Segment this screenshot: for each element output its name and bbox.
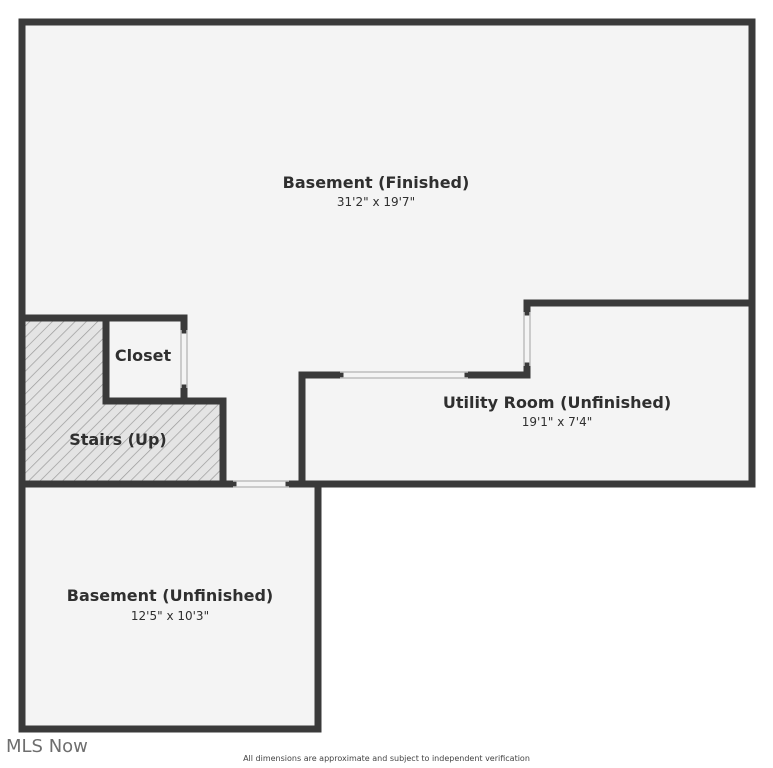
- opening-closet: [180, 330, 188, 388]
- wall-utility-top: [523, 299, 756, 316]
- label-basement-unfinished: Basement (Unfinished): [67, 586, 273, 605]
- utility-room-floor: [302, 305, 752, 484]
- openings: [180, 312, 531, 488]
- disclaimer: All dimensions are approximate and subje…: [243, 754, 530, 763]
- watermark: MLS Now: [6, 736, 88, 757]
- opening-utility-side: [523, 312, 531, 366]
- wall-closet-top: [18, 314, 188, 334]
- wall-closet-bottom: [102, 397, 227, 488]
- walls: [18, 18, 756, 733]
- opening-utility-top: [340, 371, 468, 379]
- floor-fills: [22, 22, 752, 729]
- opening-stair-door: [233, 480, 289, 488]
- basement-unfinished-floor: [22, 484, 318, 729]
- label-closet: Closet: [115, 346, 172, 365]
- label-stairs: Stairs (Up): [69, 430, 167, 449]
- label-basement-finished: Basement (Finished): [283, 173, 470, 192]
- outer-wall-left: [18, 18, 322, 733]
- room-labels: Basement (Finished) 31'2" x 19'7" Closet…: [67, 173, 671, 623]
- wall-utility-left: [298, 371, 344, 488]
- closet-floor: [106, 318, 184, 401]
- dims-basement-unfinished: 12'5" x 10'3": [131, 609, 209, 623]
- dims-basement-finished: 31'2" x 19'7": [337, 195, 415, 209]
- dims-utility-room: 19'1" x 7'4": [522, 415, 593, 429]
- basement-finished-floor: [22, 22, 752, 484]
- outer-wall-main: [18, 18, 756, 488]
- label-utility-room: Utility Room (Unfinished): [443, 393, 671, 412]
